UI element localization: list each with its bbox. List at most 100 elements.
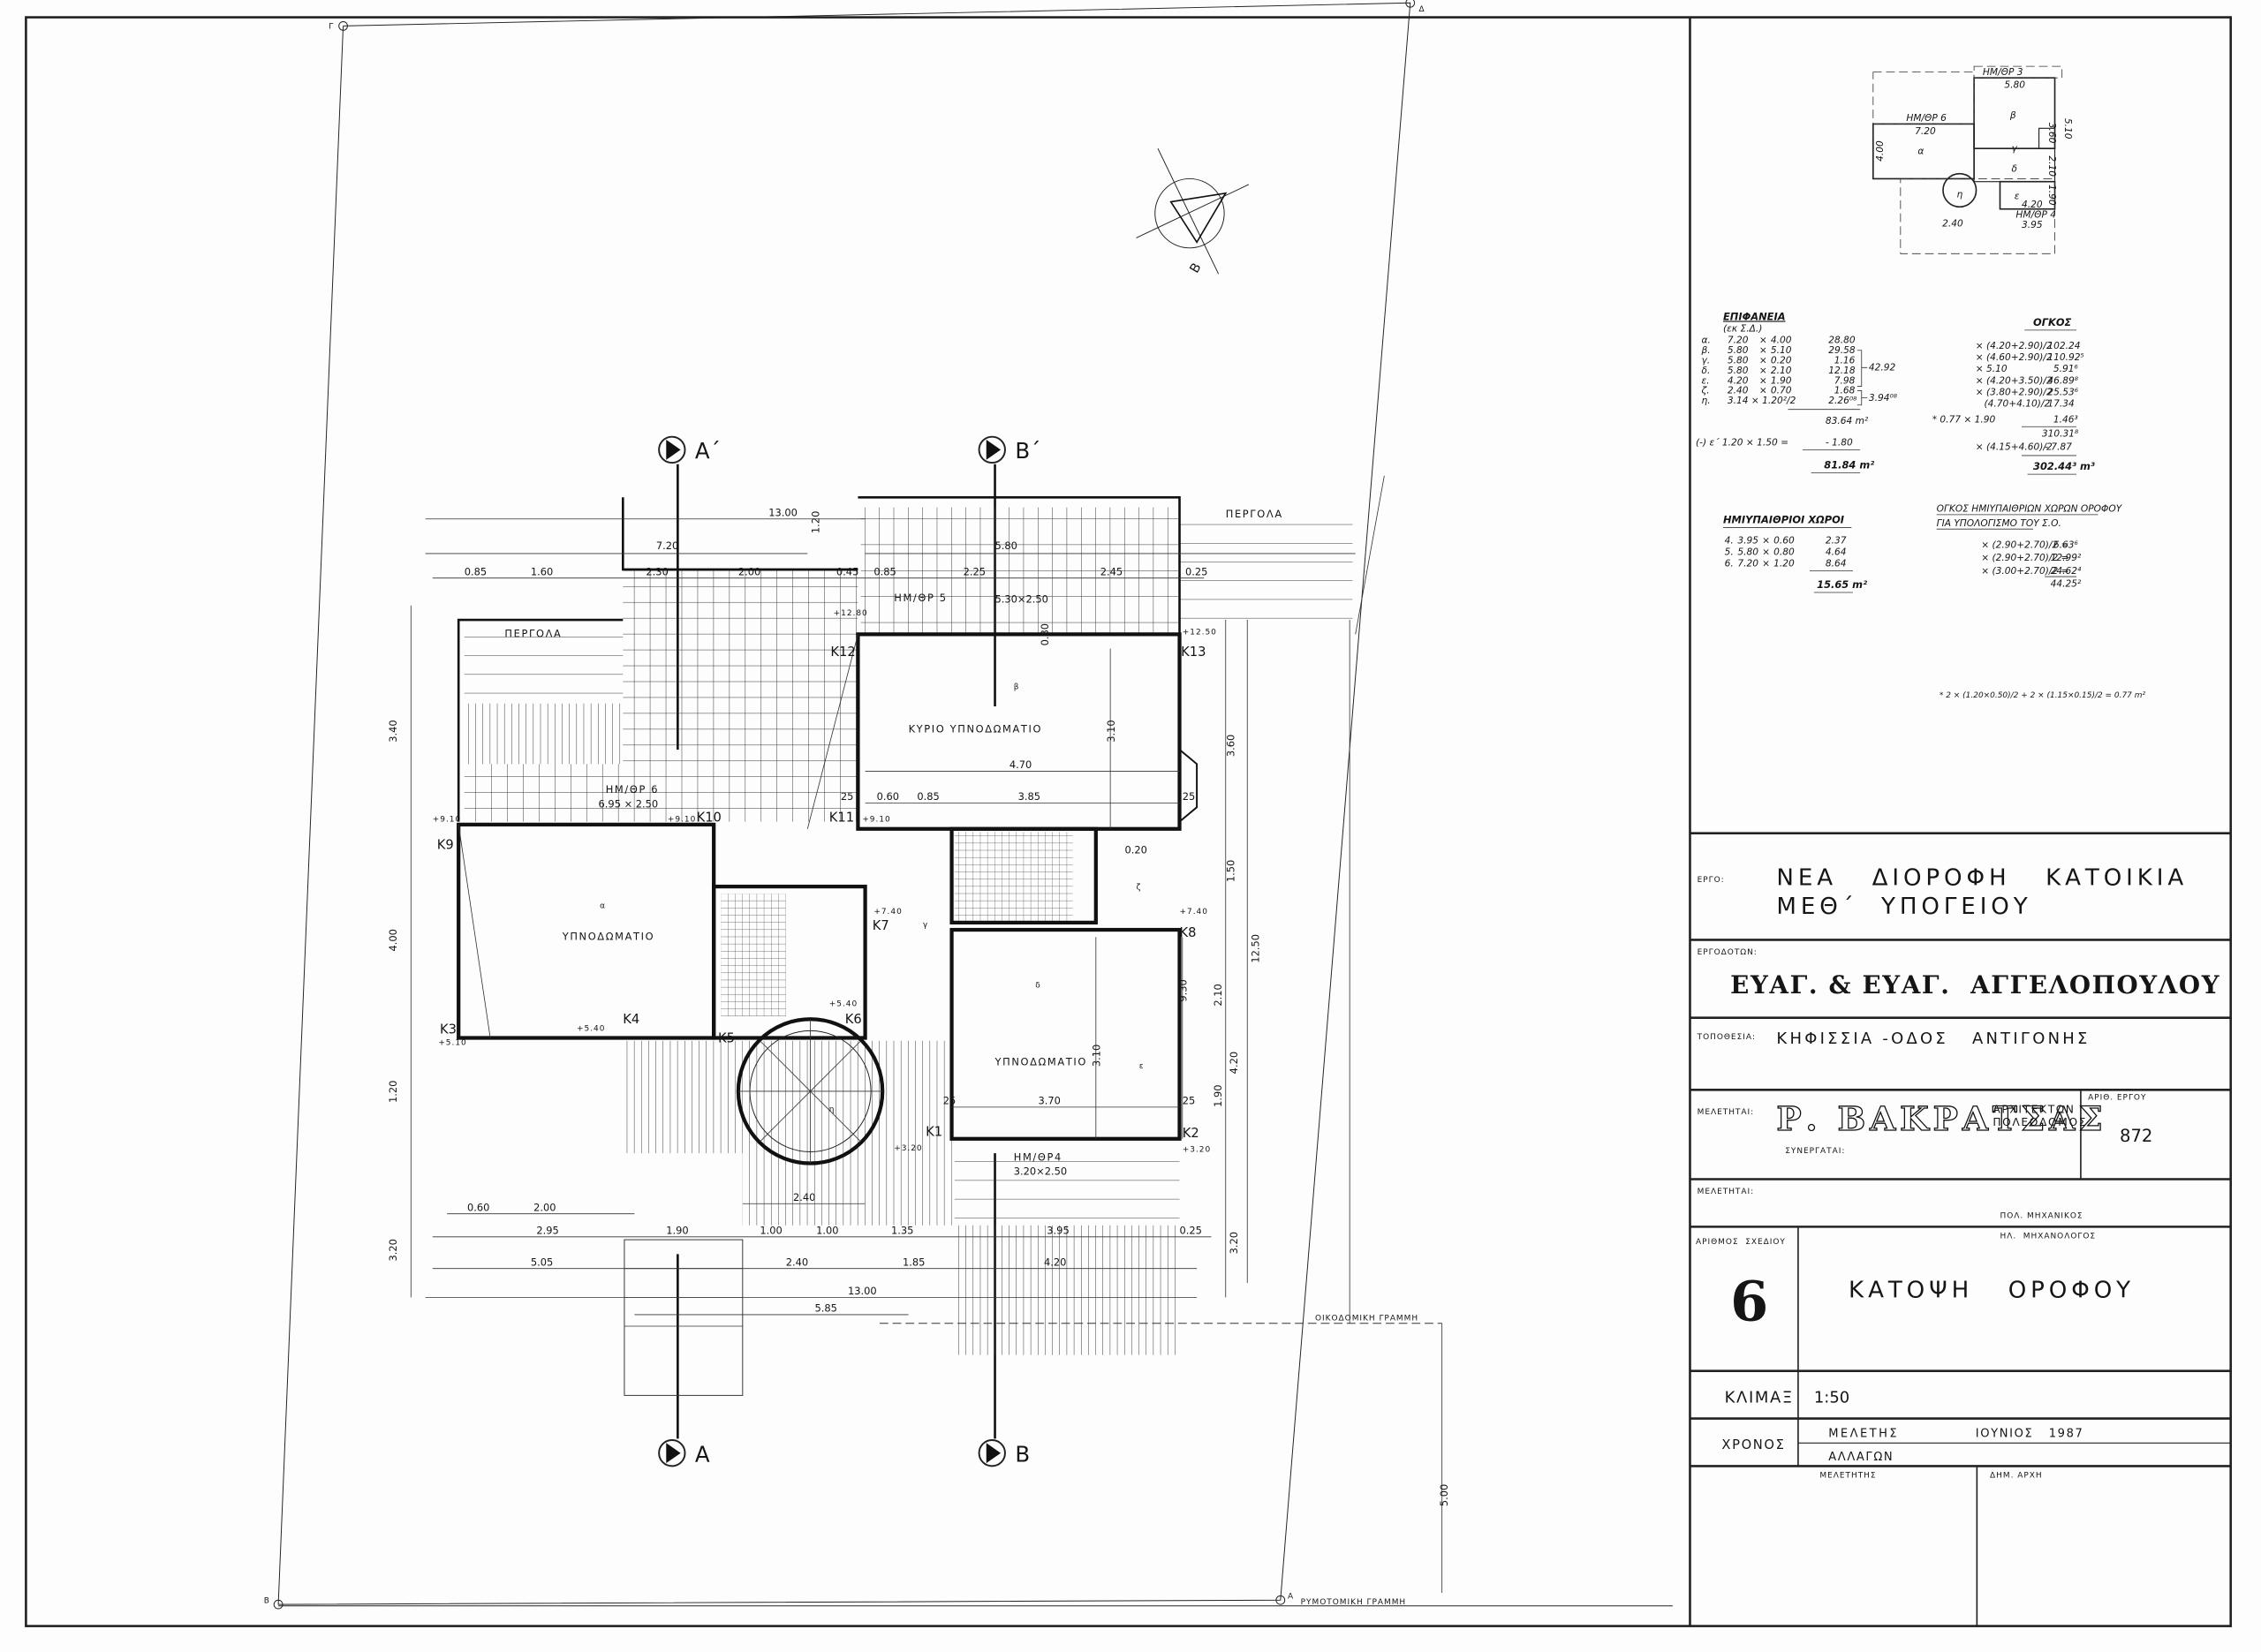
- room-mark: η: [829, 1105, 836, 1114]
- client-label: ΕΡΓΟΔΟΤΩΝ:: [1698, 948, 1758, 957]
- dimension-label: 1.20: [387, 1081, 399, 1103]
- study-date: ΙΟΥΝΙΟΣ 1987: [1976, 1428, 2084, 1441]
- scale-label: ΚΛΙΜΑΞ: [1725, 1389, 1794, 1407]
- civil-engineer-label: ΠΟΛ. ΜΗΧΑΝΙΚΟΣ: [2000, 1212, 2083, 1221]
- dimension-label: 2.00: [738, 565, 760, 577]
- key-plan-label: δ: [2012, 162, 2018, 174]
- column-k11: K11: [829, 811, 854, 826]
- dimension-label: 3.20: [1228, 1232, 1240, 1254]
- dimension-label: 4.20: [1228, 1052, 1240, 1074]
- dimension-label: 2.25: [964, 565, 986, 577]
- dimension-label: 0.25: [1180, 1225, 1202, 1237]
- date-label: ΧΡΟΝΟΣ: [1721, 1437, 1785, 1452]
- dimension-label: 1.00: [760, 1225, 782, 1237]
- key-plan-label: 2.40: [1942, 217, 1963, 229]
- room-mark: γ: [923, 921, 928, 930]
- dimension-label: 2.40: [793, 1191, 815, 1203]
- designers-label: ΜΕΛΕΤΗΤΑΙ:: [1698, 1108, 1755, 1117]
- row-id: ε.: [1702, 374, 1710, 386]
- terrace-6-size: 6.95 × 2.50: [599, 797, 659, 810]
- dimension-label: 1.00: [816, 1225, 838, 1237]
- row-result: 4.64: [1826, 547, 1847, 558]
- key-plan-label: 5.80: [2004, 79, 2025, 91]
- row-a: 3.95: [1737, 535, 1758, 547]
- dimension-lines: [410, 518, 1356, 1316]
- drawing-number: 6: [1730, 1269, 1768, 1333]
- column-k5: K5: [718, 1030, 735, 1045]
- surface-bracket-sum: 42.92: [1869, 362, 1896, 373]
- surface-bracket-sum: 3.94⁰⁸: [1869, 392, 1898, 404]
- svg-text:×: ×: [1759, 374, 1767, 386]
- key-plan-label: ΗΜ/ΘΡ 3: [1983, 66, 2023, 78]
- site-corner-beta: Β: [264, 1596, 270, 1605]
- row-id: δ.: [1702, 365, 1711, 376]
- row-b: 4.00: [1771, 335, 1792, 346]
- section-b-top-marker: Β΄: [978, 435, 1040, 464]
- level-mark: +7.40: [873, 908, 902, 917]
- dimension-label: 13.00: [848, 1285, 877, 1297]
- dimension-label: 0.85: [465, 565, 487, 577]
- key-plan-label: 2.10: [2046, 155, 2058, 177]
- dimension-label: 5.80: [995, 539, 1017, 552]
- row-result: 28.80: [1828, 335, 1856, 346]
- drawing-title: ΚΑΤΟΨΗ ΟΡΟΦΟΥ: [1849, 1277, 2135, 1303]
- volume-total: 302.44³ m³: [2033, 460, 2095, 472]
- column-k6: K6: [845, 1012, 862, 1027]
- volume-deduction: - 7.87: [2045, 441, 2072, 452]
- row-result: 12.18: [1828, 365, 1856, 376]
- building-line-label: ΟΙΚΟΔΟΜΙΚΗ ΓΡΑΜΜΗ: [1315, 1314, 1418, 1323]
- dimension-label: 0.20: [1124, 844, 1146, 856]
- row-a: 5.80: [1737, 547, 1758, 558]
- volume-result: 25.53⁶: [2047, 386, 2078, 397]
- semi-open-volume-total: 44.25²: [2051, 577, 2082, 589]
- site-corner-alpha: Α: [1288, 1593, 1294, 1602]
- volume-result: 46.89⁸: [2047, 374, 2078, 386]
- changes-label: ΑΛΛΑΓΩΝ: [1828, 1451, 1894, 1464]
- dimension-label: 0.45: [836, 565, 858, 577]
- row-id: β.: [1701, 344, 1711, 356]
- dimension-label: 1.20: [809, 511, 821, 533]
- level-mark: +3.20: [894, 1144, 922, 1153]
- study-label: ΜΕΛΕΤΗΣ: [1828, 1428, 1899, 1441]
- section-b-top-label: Β΄: [1015, 438, 1040, 464]
- level-marks: +12.80 +12.50 +9.10 +9.10 +9.10 +5.10 +5…: [433, 609, 1216, 1154]
- dimension-label: 12.50: [1249, 934, 1261, 963]
- authority-label: ΔΗΜ. ΑΡΧΗ: [1990, 1471, 2043, 1480]
- volume-formula: (4.70+4.10)/2: [1985, 397, 2051, 409]
- section-a-top-marker: Α΄: [658, 435, 721, 464]
- semi-open-volume-title: ΟΓΚΟΣ ΗΜΙΥΠΑΙΘΡΙΩΝ ΧΩΡΩΝ ΟΡΟΦΟΥ: [1937, 503, 2123, 515]
- row-a: 7.20: [1737, 558, 1758, 570]
- dimension-label: 4.70: [1010, 758, 1032, 771]
- section-markers: Α΄ Β΄ Α Β: [658, 435, 1040, 1467]
- dimension-label: 25: [1183, 1095, 1196, 1107]
- project-title-line1: ΝΕΑ ΔΙΟΡΟΦΗ ΚΑΤΟΙΚΙΑ: [1776, 864, 2188, 891]
- volume-formula: × 5.10: [1976, 363, 2008, 374]
- row-result: 7.98: [1834, 374, 1856, 386]
- dimension-label: 2.95: [536, 1225, 558, 1237]
- dimension-label: 3.95: [1047, 1225, 1069, 1237]
- row-id: ζ.: [1701, 385, 1710, 396]
- room-mark: ε: [1139, 1062, 1145, 1071]
- site-corner-gamma: Γ: [329, 23, 334, 32]
- dimension-label: 1.90: [1212, 1084, 1224, 1106]
- column-k1: K1: [926, 1125, 942, 1140]
- project-number: 872: [2120, 1126, 2152, 1146]
- volume-result: 24.62⁴: [2051, 565, 2082, 577]
- key-plan-label: 1.90: [2046, 185, 2058, 206]
- surface-total: 81.84 m²: [1824, 459, 1874, 471]
- dimension-label: 1.50: [1225, 860, 1237, 882]
- row-a: 5.80: [1728, 344, 1749, 356]
- pergola-left-label: ΠΕΡΓΟΛΑ: [504, 628, 562, 640]
- svg-text:×: ×: [1759, 385, 1767, 396]
- plan-walls: [457, 495, 1199, 1165]
- dimension-label: 0.25: [1185, 565, 1207, 577]
- level-mark: +9.10: [668, 816, 696, 825]
- row-a: 7.20: [1728, 335, 1749, 346]
- dimension-label: 7.20: [656, 539, 678, 552]
